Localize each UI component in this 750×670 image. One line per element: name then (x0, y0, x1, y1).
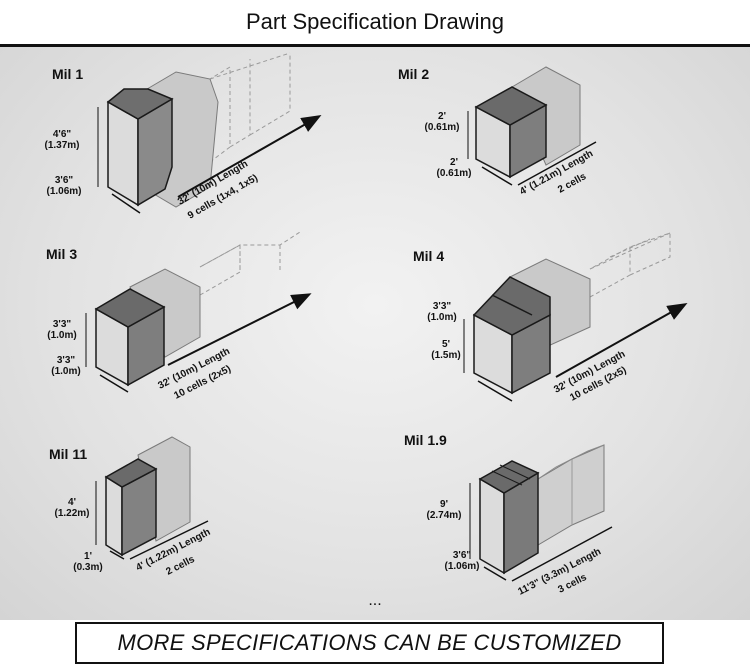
more-indicator: ... (368, 592, 382, 609)
spec-mil-1-9: Mil 1.9 9' (2.74m) 3'6" (1.06m) 11'3" (3… (404, 432, 613, 598)
height-m: (0.61m) (424, 122, 459, 133)
width-m: (1.5m) (431, 350, 460, 361)
height-m: (1.0m) (47, 330, 76, 341)
footer-banner: MORE SPECIFICATIONS CAN BE CUSTOMIZED (0, 620, 750, 670)
height-ft: 9' (440, 499, 448, 510)
width-m: (0.3m) (73, 562, 102, 573)
page-title: Part Specification Drawing (0, 0, 750, 44)
spec-name: Mil 2 (398, 66, 429, 82)
spec-name: Mil 11 (49, 446, 87, 462)
spec-mil-2: Mil 2 2' (0.61m) 2' (0.61m) 4' (1.21m) L… (398, 66, 597, 198)
height-ft: 3'3" (53, 319, 72, 330)
customize-note: MORE SPECIFICATIONS CAN BE CUSTOMIZED (75, 622, 664, 664)
height-m: (1.0m) (427, 312, 456, 323)
cell-front-face (107, 100, 139, 207)
height-ft: 3'3" (433, 301, 452, 312)
width-m: (1.06m) (444, 561, 479, 572)
ghost-cells (209, 52, 291, 163)
spec-name: Mil 4 (413, 248, 444, 264)
height-ft: 4'6" (53, 129, 72, 140)
height-ft: 4' (68, 497, 76, 508)
length-arrow (177, 115, 322, 198)
width-ft: 3'6" (453, 550, 472, 561)
width-ft: 3'6" (55, 175, 74, 186)
spec-name: Mil 1 (52, 66, 83, 82)
width-ft: 3'3" (57, 355, 76, 366)
height-m: (2.74m) (426, 510, 461, 521)
height-m: (1.22m) (54, 508, 89, 519)
width-ft: 5' (442, 339, 450, 350)
width-ft: 1' (84, 551, 92, 562)
spec-name: Mil 3 (46, 246, 77, 262)
height-m: (1.37m) (44, 140, 79, 151)
title-divider (0, 44, 750, 47)
height-ft: 2' (438, 111, 446, 122)
cell-inner-face (106, 88, 174, 120)
width-m: (0.61m) (436, 168, 471, 179)
spec-mil-11: Mil 11 4' (1.22m) 1' (0.3m) 4' (1.22m) L… (49, 436, 212, 578)
spec-mil-1: Mil 1 4'6" (1.37m) 3'6" (1.06m) 32' (10m… (44, 52, 322, 222)
spec-diagram: Mil 1 4'6" (1.37m) 3'6" (1.06m) 32' (10m… (44, 52, 688, 598)
width-m: (1.06m) (46, 186, 81, 197)
width-ft: 2' (450, 157, 458, 168)
spec-mil-3: Mil 3 3'3" (1.0m) 3'3" (1.0m) 32' (10m) … (46, 231, 312, 402)
width-m: (1.0m) (51, 366, 80, 377)
spec-name: Mil 1.9 (404, 432, 447, 448)
spec-mil-4: Mil 4 3'3" (1.0m) 5' (1.5m) 32' (10m) Le… (413, 232, 688, 404)
